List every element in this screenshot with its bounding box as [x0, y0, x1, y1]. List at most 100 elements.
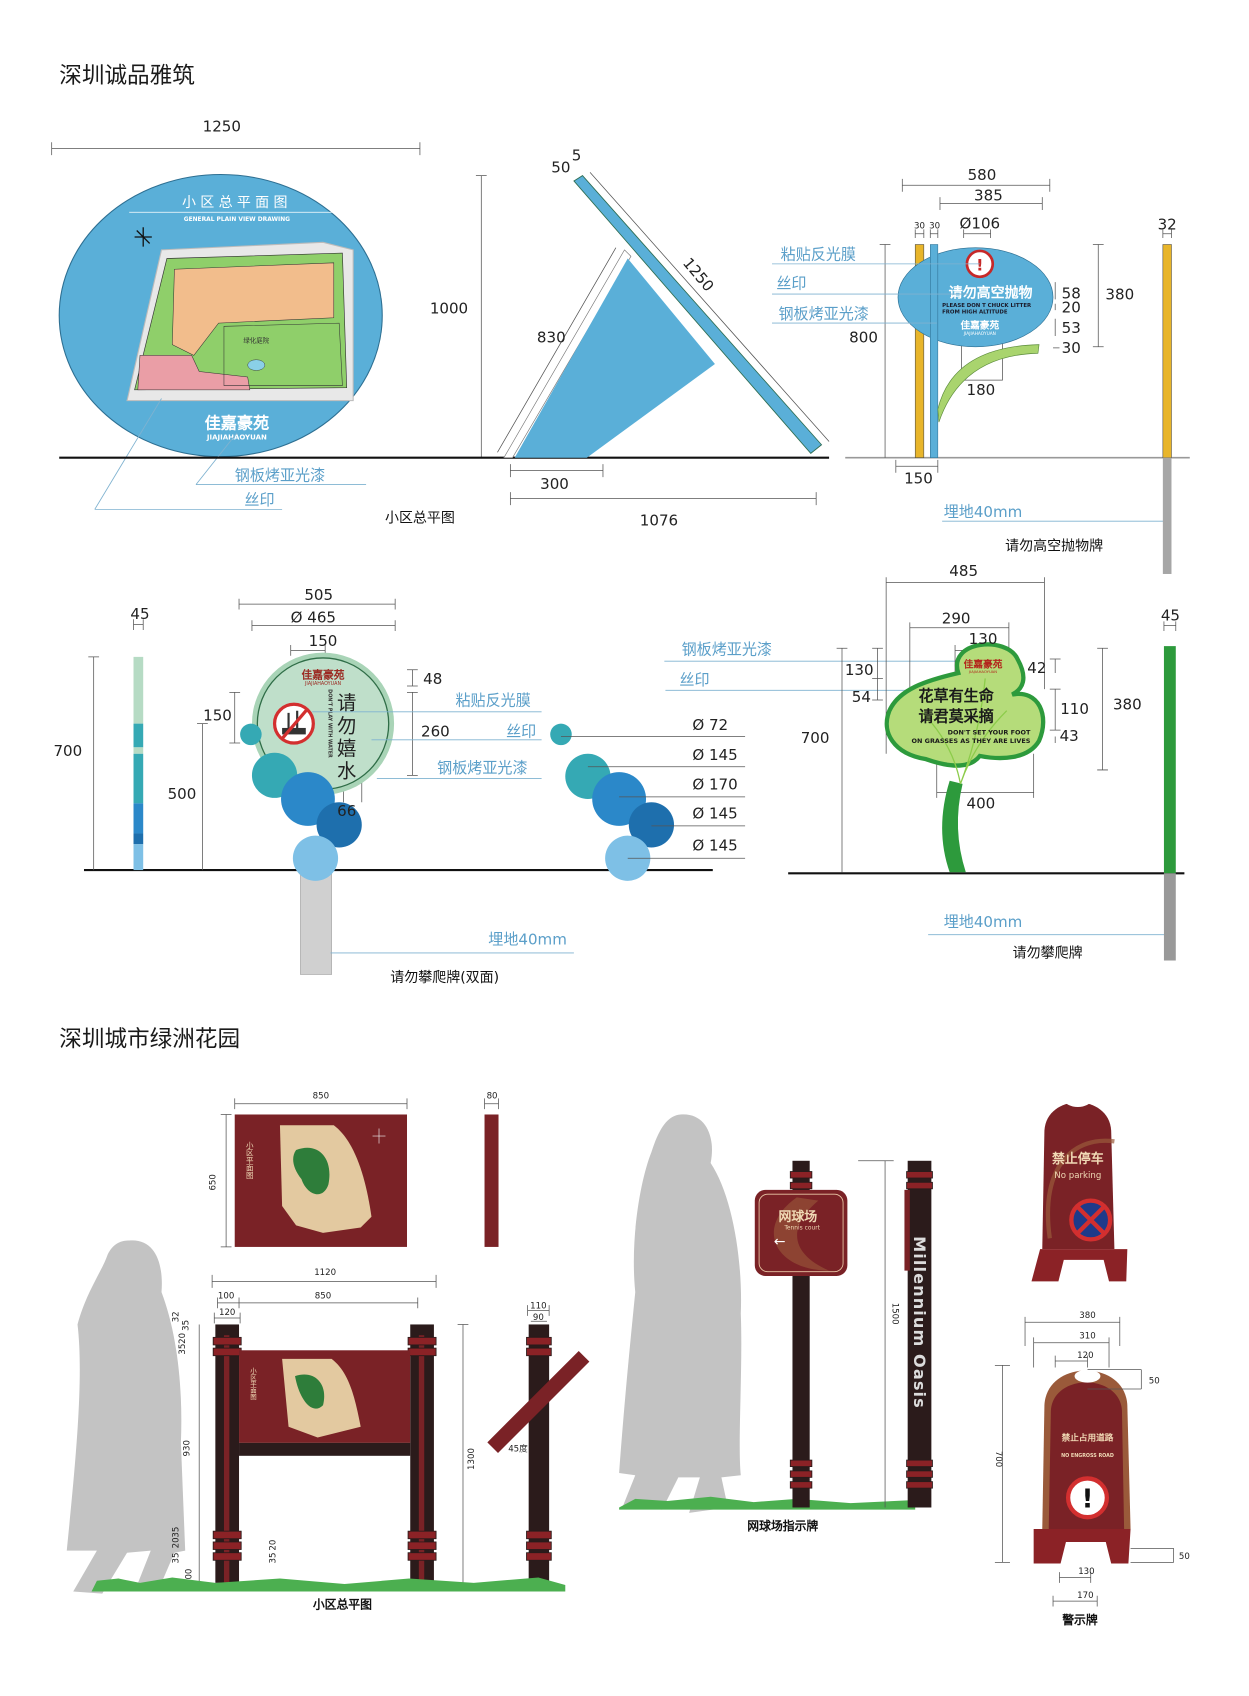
pole-plate	[904, 1189, 910, 1271]
dimension-label: Ø106	[960, 214, 1001, 232]
angle-label: 45度	[508, 1443, 528, 1455]
support-panel	[514, 258, 715, 458]
dimension-label: 500	[168, 785, 197, 803]
estate-name-en: JIAJIAHAOYUAN	[304, 681, 341, 687]
sign-title-char: 请	[337, 692, 356, 715]
buried-pole	[1163, 873, 1176, 961]
leader-line	[312, 711, 574, 954]
dimension-label: 32	[1158, 215, 1177, 233]
dimension-label: 700	[801, 729, 830, 747]
dimension-label: 35	[181, 1320, 191, 1331]
caption: 请勿攀爬牌	[1013, 944, 1083, 961]
dimension-label: 100	[185, 1569, 195, 1585]
warning-icon: !	[1065, 1476, 1110, 1520]
caption: 请勿攀爬牌(双面)	[390, 969, 499, 986]
dimension-line	[527, 1305, 550, 1322]
dimension-label: 130	[1078, 1567, 1094, 1577]
dimension-label: 850	[315, 1292, 331, 1302]
dimension-label: 1500	[890, 1303, 900, 1325]
oasis-map-board: 850 650 80 小区平面图 1120 100 850 120 32 35 …	[66, 1091, 590, 1612]
bubble-diameter: Ø 145	[692, 746, 737, 764]
sign-subtitle: NO ENGROSS ROAD	[1061, 1453, 1114, 1459]
tennis-sign: 网球场 Tennis court ← 1500 Millennium Oasis…	[619, 1114, 933, 1533]
dimension-label: 120	[219, 1308, 235, 1318]
litter-sign: 580 385 30 30 Ø106 ! 请勿高空抛物 PLEASE DON T…	[772, 166, 1190, 574]
dimension-label: 300	[540, 475, 569, 493]
material-label: 埋地40mm	[944, 913, 1023, 931]
material-label: 丝印	[679, 671, 709, 689]
pole-front	[914, 244, 925, 458]
sign-line: 请君莫采摘	[918, 707, 993, 725]
dimension-label: 35	[178, 1344, 188, 1355]
dimension-label: 380	[1079, 1311, 1095, 1321]
dimension-label: 32	[172, 1311, 182, 1322]
tilted-board	[487, 1350, 590, 1453]
dimension-label: 1300	[467, 1448, 477, 1470]
dimension-label: 580	[968, 166, 997, 184]
clover-sign: 钢板烤亚光漆 丝印 佳嘉豪苑 JIAJIAHAOYUAN 花草有生命 请君莫采摘…	[664, 562, 1185, 961]
section-title: 深圳城市绿洲花园	[59, 1027, 240, 1053]
dimension-label: 485	[949, 562, 978, 580]
no-swimming-icon	[272, 702, 315, 745]
dimension-label: 650	[208, 1174, 218, 1190]
dimension-label: 53	[1062, 319, 1081, 337]
dimension-label: 130	[845, 661, 874, 679]
material-label: 埋地40mm	[488, 930, 567, 948]
sign-subtitle: GENERAL PLAIN VIEW DRAWING	[184, 217, 290, 223]
dimension-label: 505	[304, 586, 333, 604]
dimension-label: 50	[551, 158, 570, 176]
estate-name: 佳嘉豪苑	[964, 658, 1003, 671]
leaf-veins	[920, 678, 1008, 785]
dimension-label: 1076	[640, 512, 678, 530]
dimension-label: 150	[203, 706, 232, 724]
dimension-label: 20	[172, 1537, 182, 1548]
material-label: 钢板烤亚光漆	[682, 641, 772, 659]
sign-title: 小区总平面图	[182, 195, 292, 211]
leader-line	[560, 736, 746, 859]
person-silhouette	[66, 1240, 186, 1594]
stem	[942, 780, 966, 873]
sign-title: 网球场	[778, 1209, 817, 1225]
sign-panel	[573, 175, 823, 454]
dimension-label: 1000	[430, 299, 468, 317]
sign-title-char: 勿	[337, 714, 356, 737]
dimension-label: 45	[1161, 606, 1180, 624]
pole-back	[930, 244, 939, 458]
sign-subtitle: DON'T SET YOUR FOOT	[948, 728, 1031, 736]
material-label: 埋地40mm	[944, 503, 1023, 521]
sign-swoosh	[773, 1197, 830, 1271]
estate-name-en: JIAJIAHAOYUAN	[206, 433, 267, 441]
pole-bands	[789, 1171, 813, 1489]
caption: 警示牌	[1061, 1613, 1098, 1627]
dimension-line	[858, 1160, 894, 1508]
svg-text:!: !	[1082, 1484, 1094, 1514]
sign-border	[758, 1193, 844, 1273]
dimension-label: 850	[313, 1091, 329, 1101]
dimension-label: 30	[914, 221, 925, 231]
stacked-small-dims: 32 35 20 35 930 35 20 35 100 35 20	[172, 1311, 279, 1585]
dimension-label: 1120	[314, 1268, 336, 1278]
slant-sign: 50 5 1250 830 300 1076	[497, 147, 830, 530]
dimension-label: 50	[1179, 1552, 1190, 1562]
dimension-label: 700	[53, 742, 82, 760]
no-parking-sign: 禁止停车 No parking	[1031, 1094, 1128, 1282]
svg-text:!: !	[976, 255, 983, 274]
sign-subtitle: No parking	[1054, 1171, 1101, 1181]
person-silhouette	[619, 1114, 742, 1513]
caption: 请勿高空抛物牌	[1005, 537, 1103, 554]
pole-bands	[906, 1171, 933, 1489]
dimension-label: 35	[172, 1527, 182, 1538]
dimension-label: 30	[1062, 339, 1081, 357]
material-label: 丝印	[506, 723, 536, 741]
leader-line	[772, 263, 1167, 522]
water-sign: 45 700 505 Ø 465 150 150 500 48 260 佳嘉豪苑…	[53, 586, 746, 986]
section-title: 深圳诚品雅筑	[59, 63, 195, 89]
dimension-line	[994, 1316, 1175, 1607]
dimension-label: 35	[269, 1553, 279, 1564]
dimension-label: 110	[1060, 700, 1089, 718]
dimension-label: 150	[904, 470, 933, 488]
site-map: 绿化庭院	[126, 241, 354, 402]
grass	[91, 1577, 566, 1592]
material-label: 钢板烤亚光漆	[235, 466, 325, 484]
